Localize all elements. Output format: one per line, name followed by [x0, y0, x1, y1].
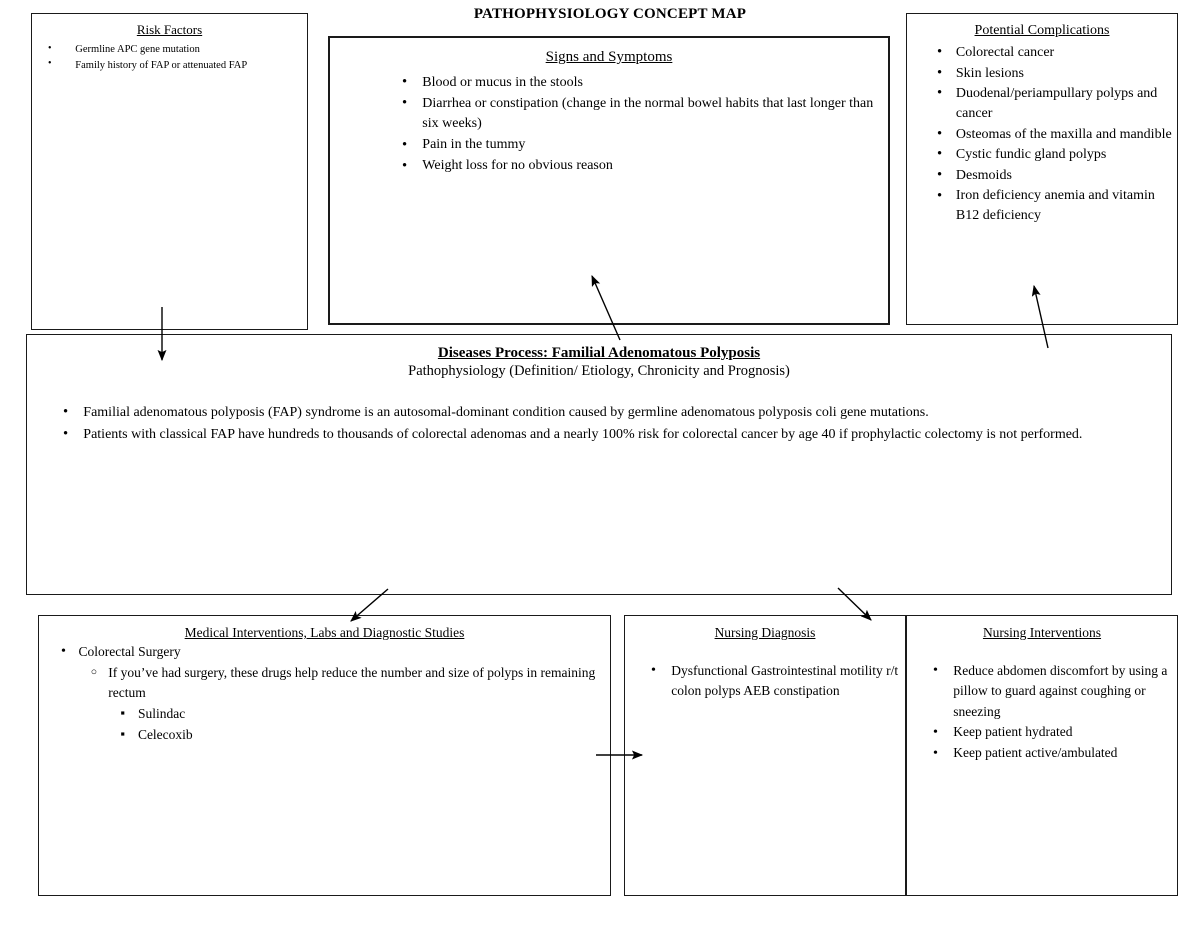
list-item: Germline APC gene mutation	[48, 41, 307, 57]
list-item: Weight loss for no obvious reason	[402, 156, 888, 178]
list-item: Celecoxib	[120, 725, 610, 745]
list-item: Desmoids	[937, 165, 1177, 186]
disease-process-list: Familial adenomatous polyposis (FAP) syn…	[27, 401, 1171, 445]
list-item: Diarrhea or constipation (change in the …	[402, 93, 888, 135]
medical-interventions-list: Colorectal Surgery If you’ve had surgery…	[39, 641, 610, 745]
disease-process-box: Diseases Process: Familial Adenomatous P…	[26, 334, 1172, 595]
signs-and-symptoms-list: Blood or mucus in the stools Diarrhea or…	[330, 72, 888, 178]
disease-process-heading: Diseases Process: Familial Adenomatous P…	[437, 345, 761, 361]
list-item: Sulindac	[120, 704, 610, 724]
list-item: Dysfunctional Gastrointestinal motility …	[651, 660, 905, 702]
nursing-interventions-heading: Nursing Interventions	[982, 625, 1102, 640]
potential-complications-box: Potential Complications Colorectal cance…	[906, 13, 1178, 325]
list-item: Osteomas of the maxilla and mandible	[937, 124, 1177, 145]
list-item: Cystic fundic gland polyps	[937, 144, 1177, 165]
nursing-diagnosis-heading: Nursing Diagnosis	[714, 625, 816, 640]
list-item: Duodenal/periampullary polyps and cancer	[937, 83, 1177, 124]
risk-factors-box: Risk Factors Germline APC gene mutation …	[31, 13, 308, 330]
potential-complications-heading: Potential Complications	[974, 23, 1110, 38]
page-title: PATHOPHYSIOLOGY CONCEPT MAP	[473, 6, 747, 22]
list-item: Colorectal cancer	[937, 42, 1177, 63]
medical-interventions-box: Medical Interventions, Labs and Diagnost…	[38, 615, 611, 896]
list-item: Keep patient hydrated	[933, 722, 1177, 744]
nursing-diagnosis-box: Nursing Diagnosis Dysfunctional Gastroin…	[624, 615, 906, 896]
list-item: Family history of FAP or attenuated FAP	[48, 57, 307, 73]
list-item: Pain in the tummy	[402, 135, 888, 157]
risk-factors-list: Germline APC gene mutation Family histor…	[32, 41, 307, 73]
list-item: Skin lesions	[937, 63, 1177, 84]
signs-and-symptoms-box: Signs and Symptoms Blood or mucus in the…	[328, 36, 890, 325]
nursing-diagnosis-list: Dysfunctional Gastrointestinal motility …	[625, 660, 905, 702]
medical-interventions-heading: Medical Interventions, Labs and Diagnost…	[184, 625, 465, 640]
list-item: Patients with classical FAP have hundred…	[63, 423, 1171, 445]
list-item: Blood or mucus in the stools	[402, 72, 888, 94]
potential-complications-list: Colorectal cancer Skin lesions Duodenal/…	[907, 42, 1177, 226]
list-item: Familial adenomatous polyposis (FAP) syn…	[63, 401, 1171, 423]
nursing-interventions-list: Reduce abdomen discomfort by using a pil…	[907, 660, 1177, 765]
list-item: If you’ve had surgery, these drugs help …	[91, 663, 610, 704]
list-item: Colorectal Surgery	[61, 641, 610, 663]
risk-factors-heading: Risk Factors	[136, 22, 203, 37]
signs-and-symptoms-heading: Signs and Symptoms	[545, 49, 673, 65]
list-item: Reduce abdomen discomfort by using a pil…	[933, 660, 1177, 722]
list-item: Iron deficiency anemia and vitamin B12 d…	[937, 186, 1177, 226]
disease-process-subheading: Pathophysiology (Definition/ Etiology, C…	[408, 363, 790, 379]
list-item: Keep patient active/ambulated	[933, 743, 1177, 765]
nursing-interventions-box: Nursing Interventions Reduce abdomen dis…	[906, 615, 1178, 896]
